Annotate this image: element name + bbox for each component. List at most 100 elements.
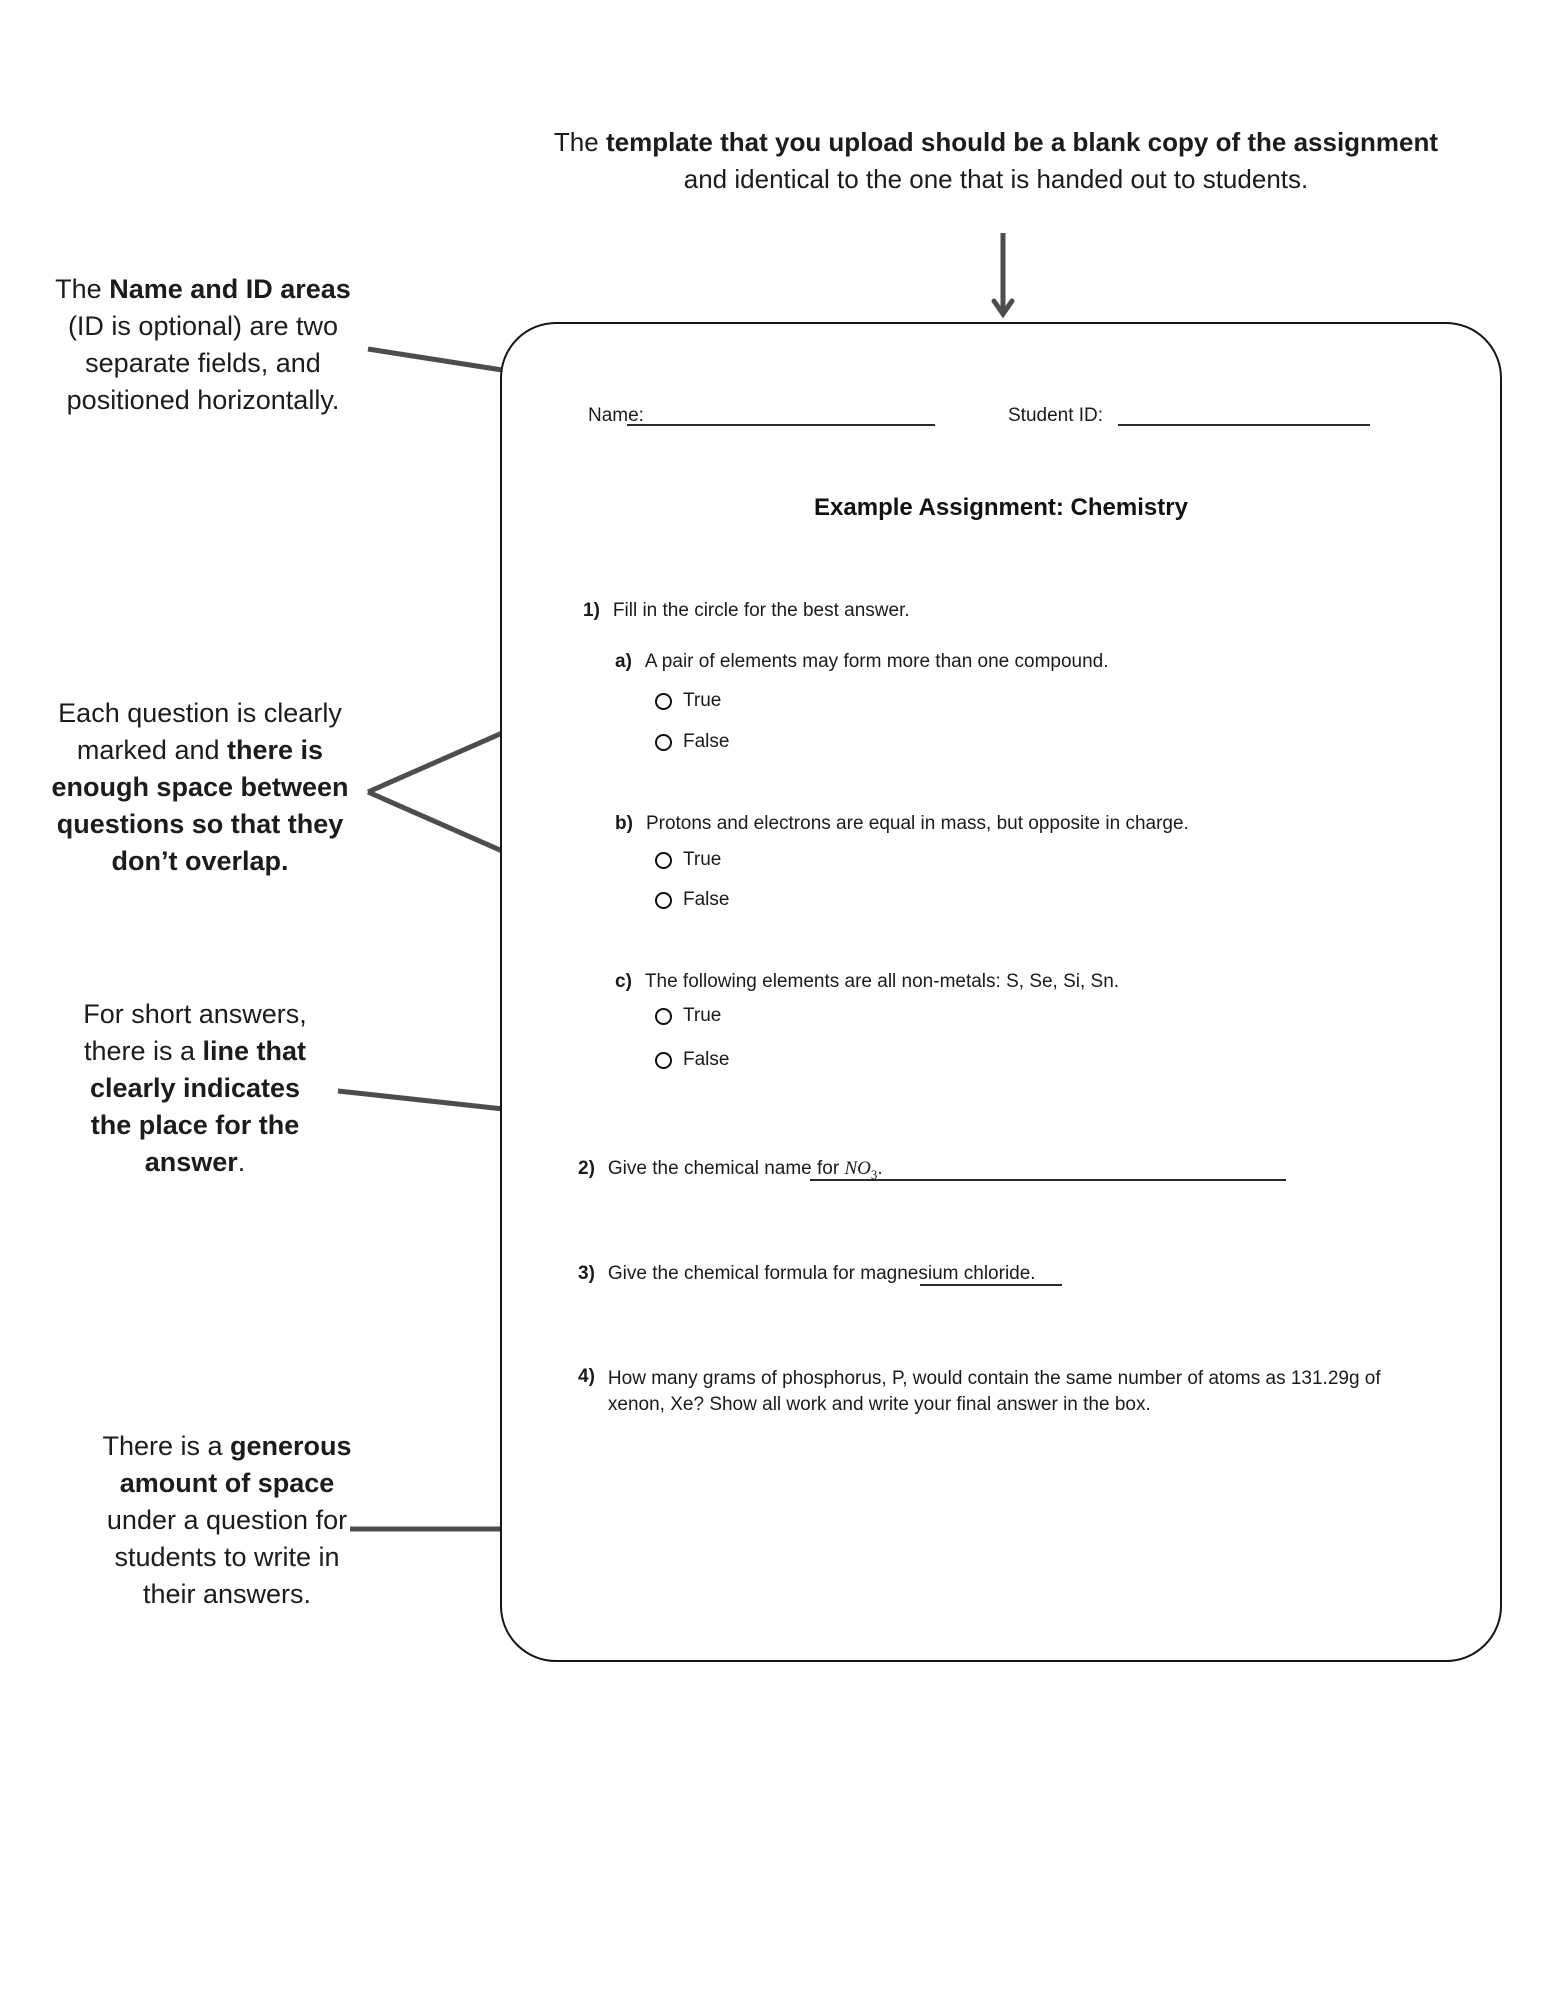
question-2-text-post: . bbox=[877, 1158, 883, 1179]
question-3-number: 3) bbox=[578, 1263, 595, 1284]
question-4-work-area[interactable] bbox=[578, 1400, 1438, 1640]
annotation-text-bold: enough space between bbox=[51, 772, 349, 802]
annotation-text: The bbox=[55, 274, 110, 304]
intro-line-2: and identical to the one that is handed … bbox=[683, 164, 1309, 194]
annotation-text-bold: questions so that they bbox=[56, 809, 344, 839]
question-1-number: 1) bbox=[583, 600, 600, 621]
question-2-number: 2) bbox=[578, 1158, 595, 1179]
annotation-line: marked and there is bbox=[25, 732, 375, 769]
question-2: 2) Give the chemical name for NO3. bbox=[578, 1158, 883, 1183]
annotation-text-bold: Name and ID areas bbox=[109, 274, 351, 304]
annotation-text-bold: there is bbox=[227, 735, 324, 765]
annotation-line: positioned horizontally. bbox=[28, 382, 378, 419]
question-1c-letter: c) bbox=[615, 971, 632, 992]
intro-line-1-regular: The bbox=[553, 127, 606, 157]
formula-subscript: 3 bbox=[870, 1166, 878, 1182]
radio-circle[interactable] bbox=[655, 891, 672, 909]
question-1a-text: A pair of elements may form more than on… bbox=[644, 651, 1109, 672]
question-2-text-pre: Give the chemical name for bbox=[607, 1158, 845, 1179]
question-3-answer-line[interactable] bbox=[920, 1263, 1062, 1286]
question-1c-text: The following elements are all non-metal… bbox=[644, 971, 1120, 992]
annotation-line: There is a generous bbox=[72, 1428, 382, 1465]
name-field-label: Name: bbox=[588, 405, 644, 426]
assignment-document bbox=[500, 322, 1502, 1662]
question-4-line-1: How many grams of phosphorus, P, would c… bbox=[607, 1368, 1381, 1389]
annotation-line: enough space between bbox=[25, 769, 375, 806]
annotation-text: separate fields, and bbox=[85, 348, 321, 378]
annotation-text: . bbox=[237, 1147, 246, 1177]
annotation-text: marked and bbox=[76, 735, 228, 765]
student-id-answer-line[interactable] bbox=[1118, 404, 1370, 426]
annotation-line: there is a line that bbox=[45, 1033, 345, 1070]
annotation-name-id: The Name and ID areas (ID is optional) a… bbox=[28, 271, 378, 419]
name-answer-line[interactable] bbox=[627, 404, 935, 426]
option-label: False bbox=[683, 889, 730, 910]
question-1c-option-true[interactable]: True bbox=[655, 1005, 721, 1027]
assignment-title: Example Assignment: Chemistry bbox=[814, 494, 1188, 521]
annotation-text-bold: don’t overlap. bbox=[111, 846, 289, 876]
annotation-text-bold: clearly indicates bbox=[89, 1073, 301, 1103]
question-1c: c) The following elements are all non-me… bbox=[615, 971, 1119, 993]
option-label: True bbox=[683, 690, 722, 711]
annotation-text-bold: line that bbox=[202, 1036, 307, 1066]
question-1: 1) Fill in the circle for the best answe… bbox=[583, 600, 910, 622]
question-1b-option-false[interactable]: False bbox=[655, 889, 729, 911]
radio-circle[interactable] bbox=[655, 1051, 672, 1069]
student-id-field-label: Student ID: bbox=[1008, 405, 1104, 426]
radio-circle[interactable] bbox=[655, 692, 672, 710]
question-4-number: 4) bbox=[578, 1366, 595, 1387]
annotation-text: There is a bbox=[102, 1431, 231, 1461]
annotation-short-answer-line: For short answers, there is a line that … bbox=[45, 996, 345, 1181]
question-4-text: How many grams of phosphorus, P, would c… bbox=[608, 1366, 1381, 1418]
question-2-text: Give the chemical name for NO3. bbox=[608, 1158, 883, 1183]
option-label: False bbox=[683, 1049, 730, 1070]
annotation-line: under a question for bbox=[72, 1502, 382, 1539]
annotation-line: don’t overlap. bbox=[25, 843, 375, 880]
question-1a-letter: a) bbox=[615, 651, 632, 672]
no3-formula: NO3 bbox=[844, 1158, 878, 1182]
annotation-line: their answers. bbox=[72, 1576, 382, 1613]
radio-circle[interactable] bbox=[655, 733, 672, 751]
annotation-line: The Name and ID areas bbox=[28, 271, 378, 308]
option-label: True bbox=[683, 1005, 722, 1026]
option-label: False bbox=[683, 731, 730, 752]
question-1b: b) Protons and electrons are equal in ma… bbox=[615, 813, 1189, 835]
annotation-text-bold: amount of space bbox=[119, 1468, 335, 1498]
annotation-text: under a question for bbox=[106, 1505, 348, 1535]
question-1b-text: Protons and electrons are equal in mass,… bbox=[645, 813, 1189, 834]
question-1a: a) A pair of elements may form more than… bbox=[615, 651, 1109, 673]
annotation-line: questions so that they bbox=[25, 806, 375, 843]
annotation-text: positioned horizontally. bbox=[66, 385, 340, 415]
question-3: 3) Give the chemical formula for magnesi… bbox=[578, 1263, 1036, 1285]
annotation-line: For short answers, bbox=[45, 996, 345, 1033]
intro-line-1: The template that you upload should be a… bbox=[406, 124, 1545, 161]
annotation-text: Each question is clearly bbox=[58, 698, 342, 728]
annotation-line: the place for the bbox=[45, 1107, 345, 1144]
question-1a-option-true[interactable]: True bbox=[655, 690, 721, 712]
annotation-text-bold: generous bbox=[230, 1431, 352, 1461]
annotation-text: For short answers, bbox=[83, 999, 307, 1029]
intro-text: The template that you upload should be a… bbox=[406, 124, 1545, 198]
question-1b-option-true[interactable]: True bbox=[655, 849, 721, 871]
annotation-text: students to write in bbox=[114, 1542, 340, 1572]
annotation-text-bold: answer bbox=[144, 1147, 238, 1177]
annotation-text: there is a bbox=[83, 1036, 203, 1066]
annotation-line: Each question is clearly bbox=[25, 695, 375, 732]
annotation-line: amount of space bbox=[72, 1465, 382, 1502]
annotation-line: separate fields, and bbox=[28, 345, 378, 382]
question-1c-option-false[interactable]: False bbox=[655, 1049, 729, 1071]
question-2-answer-line[interactable] bbox=[810, 1158, 1286, 1181]
radio-circle[interactable] bbox=[655, 851, 672, 869]
question-4: 4) How many grams of phosphorus, P, woul… bbox=[578, 1366, 1381, 1418]
radio-circle[interactable] bbox=[655, 1007, 672, 1025]
annotation-text: their answers. bbox=[142, 1579, 312, 1609]
question-1a-option-false[interactable]: False bbox=[655, 731, 729, 753]
annotation-space-under-question: There is a generous amount of space unde… bbox=[72, 1428, 382, 1613]
annotation-line: answer. bbox=[45, 1144, 345, 1181]
annotation-text: (ID is optional) are two bbox=[67, 311, 339, 341]
formula-base: NO bbox=[844, 1158, 871, 1179]
question-4-line-2: xenon, Xe? Show all work and write your … bbox=[607, 1394, 1151, 1415]
annotation-line: (ID is optional) are two bbox=[28, 308, 378, 345]
intro-line-1-bold: template that you upload should be a bla… bbox=[605, 127, 1439, 157]
